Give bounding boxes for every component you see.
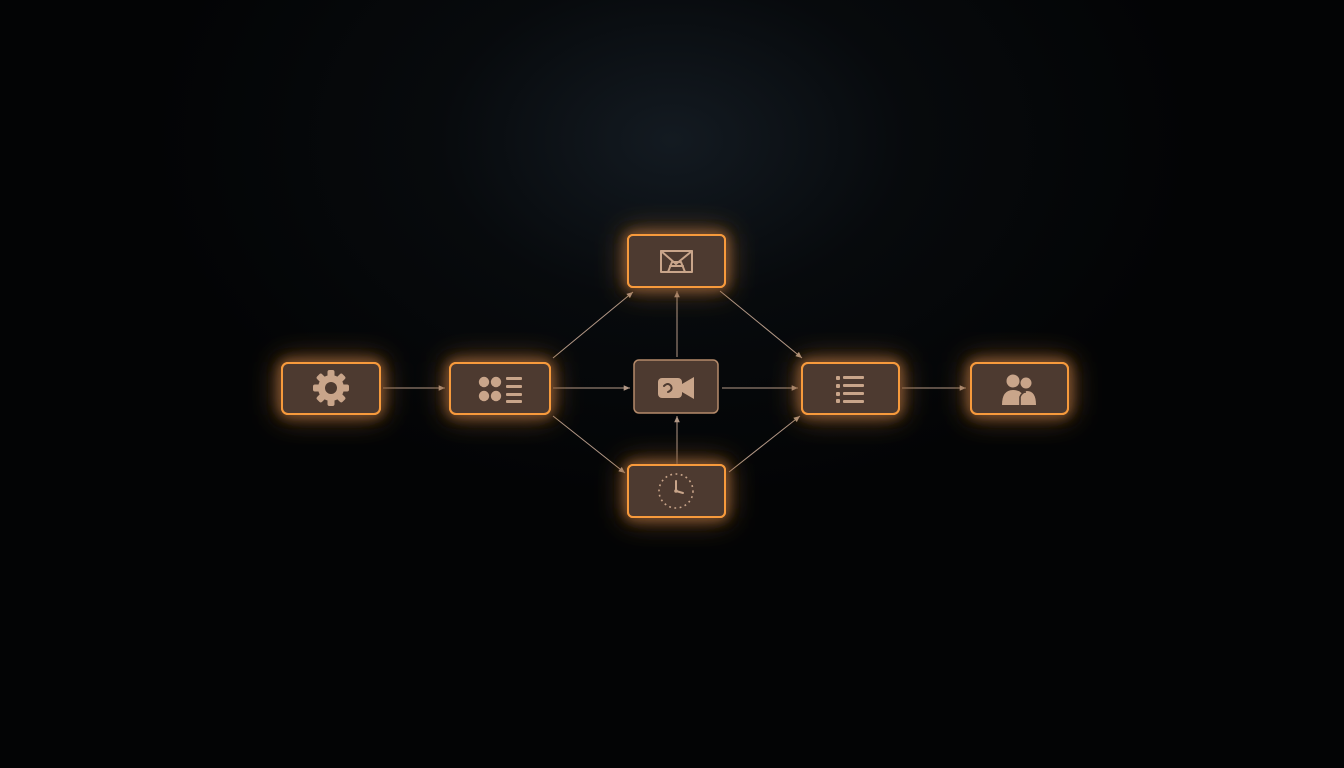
edge-apps-to-clock [552, 415, 626, 474]
edge-clock-to-checklist [728, 415, 801, 473]
node-video[interactable] [633, 359, 719, 414]
edge-schema-to-checklist [719, 290, 803, 359]
node-checklist[interactable] [801, 362, 900, 415]
node-clock[interactable] [627, 464, 726, 518]
node-settings[interactable] [281, 362, 381, 415]
video-camera-icon [658, 377, 694, 399]
node-users[interactable] [970, 362, 1069, 415]
schema-icon [660, 250, 693, 273]
checklist-icon [836, 376, 864, 403]
users-icon [1002, 374, 1036, 405]
grid-list-icon [478, 376, 522, 403]
node-apps[interactable] [449, 362, 551, 415]
node-schema[interactable] [627, 234, 726, 288]
edge-apps-to-schema [552, 291, 634, 359]
edges [383, 290, 966, 474]
clock-icon [658, 473, 694, 509]
gear-icon [313, 370, 349, 406]
